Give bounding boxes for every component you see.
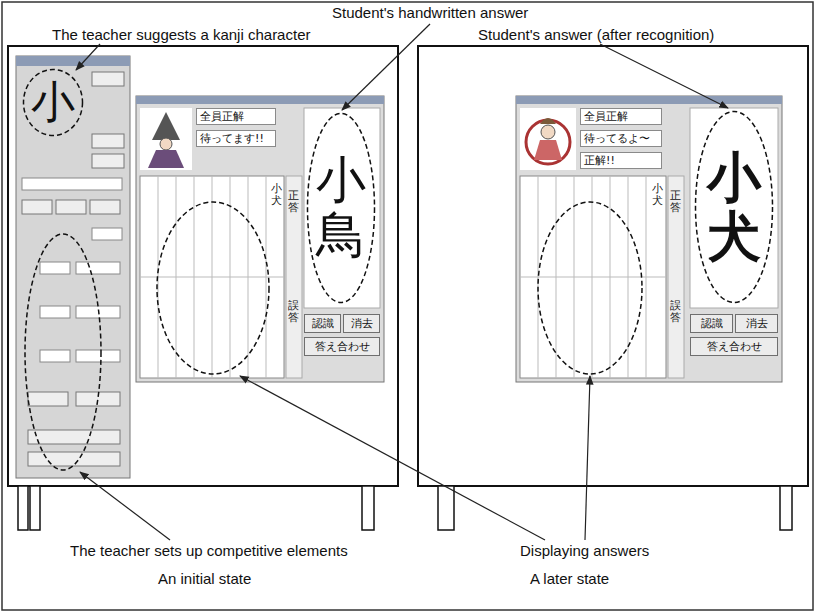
student-window — [516, 96, 782, 382]
recognize-button: 認識 — [690, 314, 733, 333]
ui-text: 答え合わせ — [707, 339, 762, 354]
kanji-text: 小 — [31, 73, 75, 132]
answer-cell: 小犬 — [649, 180, 666, 210]
message-field: 待ってるよ〜 — [580, 130, 662, 147]
annotation: Student's handwritten answer — [332, 4, 528, 22]
right-board — [418, 46, 808, 530]
column-label: 誤答 — [288, 300, 299, 324]
ui-text: 全員正解 — [200, 109, 244, 124]
ui-text: 答え合わせ — [315, 339, 370, 354]
ui-text: 全員正解 — [584, 109, 628, 124]
check-button: 答え合わせ — [690, 337, 778, 356]
left-board — [8, 46, 398, 530]
handwritten-answer: 小鳥 — [306, 112, 376, 304]
ui-text: 小犬 — [271, 183, 282, 207]
annotation: Student's answer (after recognition) — [478, 26, 714, 44]
dashed-ellipse — [308, 114, 375, 303]
ui-text: 認識 — [701, 316, 723, 331]
annotation: The teacher sets up competitive elements — [70, 542, 348, 560]
answer-cell: 小犬 — [268, 180, 285, 210]
column-label: 誤答 — [670, 300, 681, 324]
kanji-text: 小犬 — [707, 148, 761, 267]
dashed-ellipse — [24, 70, 83, 136]
ui-text: 消去 — [746, 316, 768, 331]
ui-text: 正解!! — [584, 153, 615, 168]
kanji-text: 小鳥 — [316, 153, 366, 263]
column-label: 正答 — [670, 190, 681, 214]
name-field: 全員正解 — [580, 108, 662, 125]
name-field: 全員正解 — [196, 108, 276, 125]
caption: An initial state — [158, 570, 251, 588]
recognized-answer: 小犬 — [694, 110, 774, 304]
dashed-ellipse — [696, 112, 773, 303]
ui-text: 待ってるよ〜 — [584, 131, 650, 146]
check-button: 答え合わせ — [304, 337, 380, 356]
student-window — [136, 96, 384, 382]
result-field: 正解!! — [580, 152, 662, 169]
erase-button: 消去 — [735, 314, 778, 333]
ui-text: 待ってます!! — [200, 131, 264, 146]
leader-lines — [76, 24, 728, 540]
erase-button: 消去 — [343, 314, 380, 333]
annotation: Displaying answers — [520, 542, 649, 560]
annotation: The teacher suggests a kanji character — [52, 26, 310, 44]
column-label: 正答 — [288, 190, 299, 214]
caption: A later state — [530, 570, 609, 588]
teacher-panel — [16, 56, 130, 478]
message-field: 待ってます!! — [196, 130, 276, 147]
ui-text: 認識 — [312, 316, 334, 331]
ui-text: 小犬 — [652, 183, 663, 207]
recognize-button: 認識 — [304, 314, 341, 333]
ui-text: 消去 — [351, 316, 373, 331]
suggested-kanji: 小 — [22, 68, 84, 137]
